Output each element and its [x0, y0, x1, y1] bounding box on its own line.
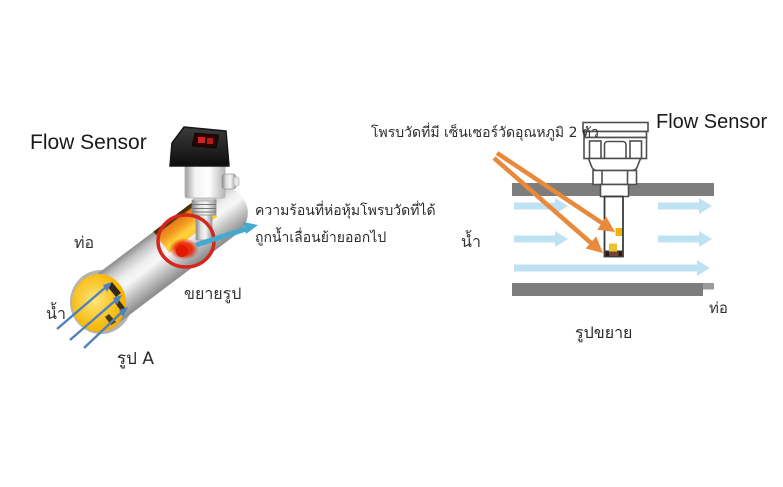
pipe-wall-bottom	[512, 283, 703, 296]
water-flow-arrowheads	[103, 282, 128, 317]
figure-a-caption: รูป A	[117, 349, 154, 369]
heat-annotation-line2: ถูกน้ำเลื่อนย้ายออกไป	[255, 230, 387, 246]
figure-a-zoom-callout: ขยายรูป	[184, 284, 242, 303]
hotspot-glow	[169, 238, 199, 260]
figure-zoom-caption: รูปขยาย	[575, 323, 633, 342]
figure-zoom-water-label: น้ำ	[461, 232, 481, 251]
figure-a-pipe-label: ท่อ	[74, 233, 95, 252]
figure-a-title: Flow Sensor	[30, 131, 147, 154]
temperature-sensor-dot-upper	[615, 228, 622, 236]
orange-pointer-arrows-icon	[492, 151, 615, 253]
water-flow-arrows-icon	[56, 286, 123, 349]
figure-a-graphic	[56, 126, 258, 349]
cyan-zoom-arrow-icon	[195, 222, 258, 248]
pipe-opening	[72, 274, 126, 332]
figure-zoom-pipe-label: ท่อ	[709, 299, 728, 317]
flow-direction-arrows-icon	[514, 198, 712, 276]
figure-zoom-probe-note: โพรบวัดที่มี เซ็นเซอร์วัดอุณหภูมิ 2 ตัว	[371, 125, 599, 141]
pipe-wall-bottom-step	[703, 283, 714, 290]
heat-annotation-line1: ความร้อนที่ห่อหุ้มโพรบวัดที่ได้	[255, 203, 436, 219]
sensor-red-display	[191, 132, 220, 149]
heat-annotation: ความร้อนที่ห่อหุ้มโพรบวัดที่ได้ ถูกน้ำเล…	[255, 199, 436, 253]
figure-zoom-graphic	[492, 121, 714, 296]
figure-zoom-title: Flow Sensor	[656, 111, 768, 133]
probe-graphic	[603, 195, 624, 258]
figure-a-water-label: น้ำ	[46, 304, 66, 323]
flow-sensor-drawing	[582, 121, 649, 198]
flow-sensor-device	[169, 126, 240, 241]
temperature-sensor-dot-lower	[609, 243, 617, 252]
